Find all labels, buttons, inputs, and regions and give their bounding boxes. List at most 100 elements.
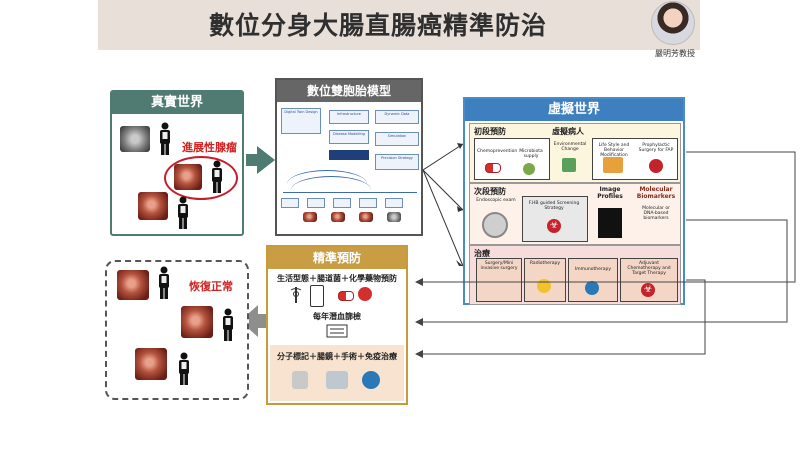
person-icon xyxy=(179,352,189,385)
person-icon xyxy=(212,160,222,193)
slide-title: 數位分身大腸直腸癌精準防治 xyxy=(208,11,547,40)
twin-flow-box: Precision Strategy xyxy=(375,154,419,170)
molecular-biomarker-item: Molecular or DNA-based biomarkers xyxy=(642,206,670,221)
feedback-connectors xyxy=(415,151,796,358)
endoscope-icon xyxy=(482,212,508,238)
primary-card-left: Chemoprevention Microbiota supply xyxy=(474,138,550,180)
primary-item: Life Style and Behavior Modification xyxy=(598,143,630,158)
treatment-card: Immunotherapy xyxy=(568,258,618,302)
arrow-precision-to-normal-shaft xyxy=(256,314,266,328)
immune-cell-icon xyxy=(362,371,380,389)
biohazard-icon: ☣ xyxy=(641,283,655,297)
colonoscopy-image-normal xyxy=(181,306,213,338)
precision-prevention-header: 精準預防 xyxy=(268,247,406,269)
twin-thumb xyxy=(387,212,401,222)
title-bar xyxy=(98,0,700,50)
treatment-card: Adjuvant Chemotherapy and Target Therapy… xyxy=(620,258,678,302)
secondary-prevention-section: 次段預防 Endoscopic exam F.HB guided Screeni… xyxy=(469,183,681,245)
primary-item: Chemoprevention xyxy=(477,149,518,154)
primary-prevention-label: 初段預防 xyxy=(474,127,506,136)
twin-stage-box xyxy=(385,198,403,208)
colonoscopy-image-normal xyxy=(120,126,150,152)
endoscope-device-icon xyxy=(292,371,308,389)
twin-thumb xyxy=(331,212,345,222)
twin-flow-box: Dynamic Data xyxy=(375,110,419,124)
twin-curve xyxy=(291,176,371,190)
treatment-card: Surgery/Mini invasive surgery xyxy=(476,258,522,302)
advanced-adenoma-label: 進展性腺瘤 xyxy=(182,141,237,154)
microbiota-icon xyxy=(523,163,535,175)
treatment-combo-line: 分子標記＋腸鏡＋手術＋免疫治療 xyxy=(277,352,397,361)
digital-twin-panel: 數位雙胞胎模型 Digital Twin Design Infrastructu… xyxy=(275,78,423,236)
fobt-kit-icon xyxy=(326,323,348,339)
twin-stage-box xyxy=(307,198,325,208)
twin-thumb xyxy=(359,212,373,222)
person-icon xyxy=(160,122,170,155)
fit-strategy-label: F.HB guided Screening Strategy xyxy=(528,201,580,211)
pill-icon xyxy=(485,163,501,173)
precision-prevention-panel: 精準預防 生活型態＋腸道菌＋化學藥物預防 每年潛血篩檢 分子標記＋腸鏡＋手術＋免… xyxy=(266,245,408,405)
treatment-item: Surgery/Mini invasive surgery xyxy=(480,261,518,271)
environment-icon xyxy=(562,158,576,172)
primary-item: Microbiota supply xyxy=(519,149,543,159)
virtual-world-header: 虛擬世界 xyxy=(465,99,683,121)
restored-normal-panel: 恢復正常 xyxy=(105,260,249,400)
real-world-panel: 真實世界 進展性腺瘤 xyxy=(110,90,244,236)
pill-bottle-icon xyxy=(310,285,324,307)
endoscopic-exam-label: Endoscopic exam xyxy=(476,198,516,203)
lifestyle-icon xyxy=(603,157,623,173)
highlight-ellipse xyxy=(164,156,238,200)
surgery-device-icon xyxy=(326,371,348,389)
treatment-item: Radiotherapy xyxy=(529,261,561,266)
restored-normal-label: 恢復正常 xyxy=(189,280,233,293)
prevention-lifestyle-line: 生活型態＋腸道菌＋化學藥物預防 xyxy=(277,274,397,283)
presenter-name: 嚴明芳教授 xyxy=(655,49,695,58)
twin-to-virtual-connectors xyxy=(423,143,464,267)
capsule-icon xyxy=(338,291,354,301)
colonoscopy-image-adenoma xyxy=(174,164,202,190)
twin-dark-block xyxy=(329,150,369,160)
colonoscopy-image-normal xyxy=(117,270,149,300)
twin-divider xyxy=(283,192,417,193)
presenter-avatar xyxy=(651,1,695,45)
treatment-item: Immunotherapy xyxy=(574,267,612,272)
digital-twin-header: 數位雙胞胎模型 xyxy=(277,80,421,102)
caduceus-icon xyxy=(290,287,302,303)
biohazard-icon: ☣ xyxy=(547,219,561,233)
fit-strategy-card: F.HB guided Screening Strategy ☣ xyxy=(522,196,588,242)
secondary-prevention-label: 次段預防 xyxy=(474,187,506,196)
annual-fobt-line: 每年潛血篩檢 xyxy=(313,312,361,321)
arrow-real-to-twin-head xyxy=(257,146,275,174)
real-world-header: 真實世界 xyxy=(112,92,242,114)
treatment-section: 治療 Surgery/Mini invasive surgery Radioth… xyxy=(469,245,681,305)
twin-stage-box xyxy=(333,198,351,208)
colonoscopy-image-tumor xyxy=(138,192,168,220)
surgery-icon xyxy=(649,159,663,173)
primary-item: Environmental Change xyxy=(553,142,587,152)
person-icon xyxy=(178,196,188,229)
person-icon xyxy=(159,266,169,299)
twin-flow-box: Infrastructure xyxy=(329,110,369,124)
image-profiles-label: Image Profiles xyxy=(597,186,623,200)
primary-card-right: Life Style and Behavior Modification Pro… xyxy=(592,138,678,180)
virtual-world-panel: 虛擬世界 初段預防 虛擬病人 Chemoprevention Microbiot… xyxy=(463,97,685,305)
arrow-real-to-twin-shaft xyxy=(246,154,258,166)
molecular-biomarkers-label: Molecular Biomarkers xyxy=(636,186,676,200)
primary-prevention-section: 初段預防 虛擬病人 Chemoprevention Microbiota sup… xyxy=(469,123,681,183)
twin-flow-box: Simulation xyxy=(375,132,419,146)
twin-flow-box: Disease Modelling xyxy=(329,130,369,144)
treatment-card: Radiotherapy xyxy=(524,258,566,302)
colonoscopy-image-normal xyxy=(135,348,167,380)
primary-item: Prophylactic Surgery for FAP xyxy=(638,143,674,153)
treatment-item: Adjuvant Chemotherapy and Target Therapy xyxy=(627,261,671,276)
treatment-label: 治療 xyxy=(474,249,490,258)
twin-thumb xyxy=(303,212,317,222)
twin-stage-box xyxy=(359,198,377,208)
immune-cell-icon xyxy=(585,281,599,295)
ct-scan-image xyxy=(598,208,622,238)
virtual-patient-label: 虛擬病人 xyxy=(552,127,584,136)
person-icon xyxy=(223,308,233,341)
twin-stage-box xyxy=(281,198,299,208)
twin-curve xyxy=(287,170,367,184)
twin-flow-box: Digital Twin Design xyxy=(281,108,321,134)
